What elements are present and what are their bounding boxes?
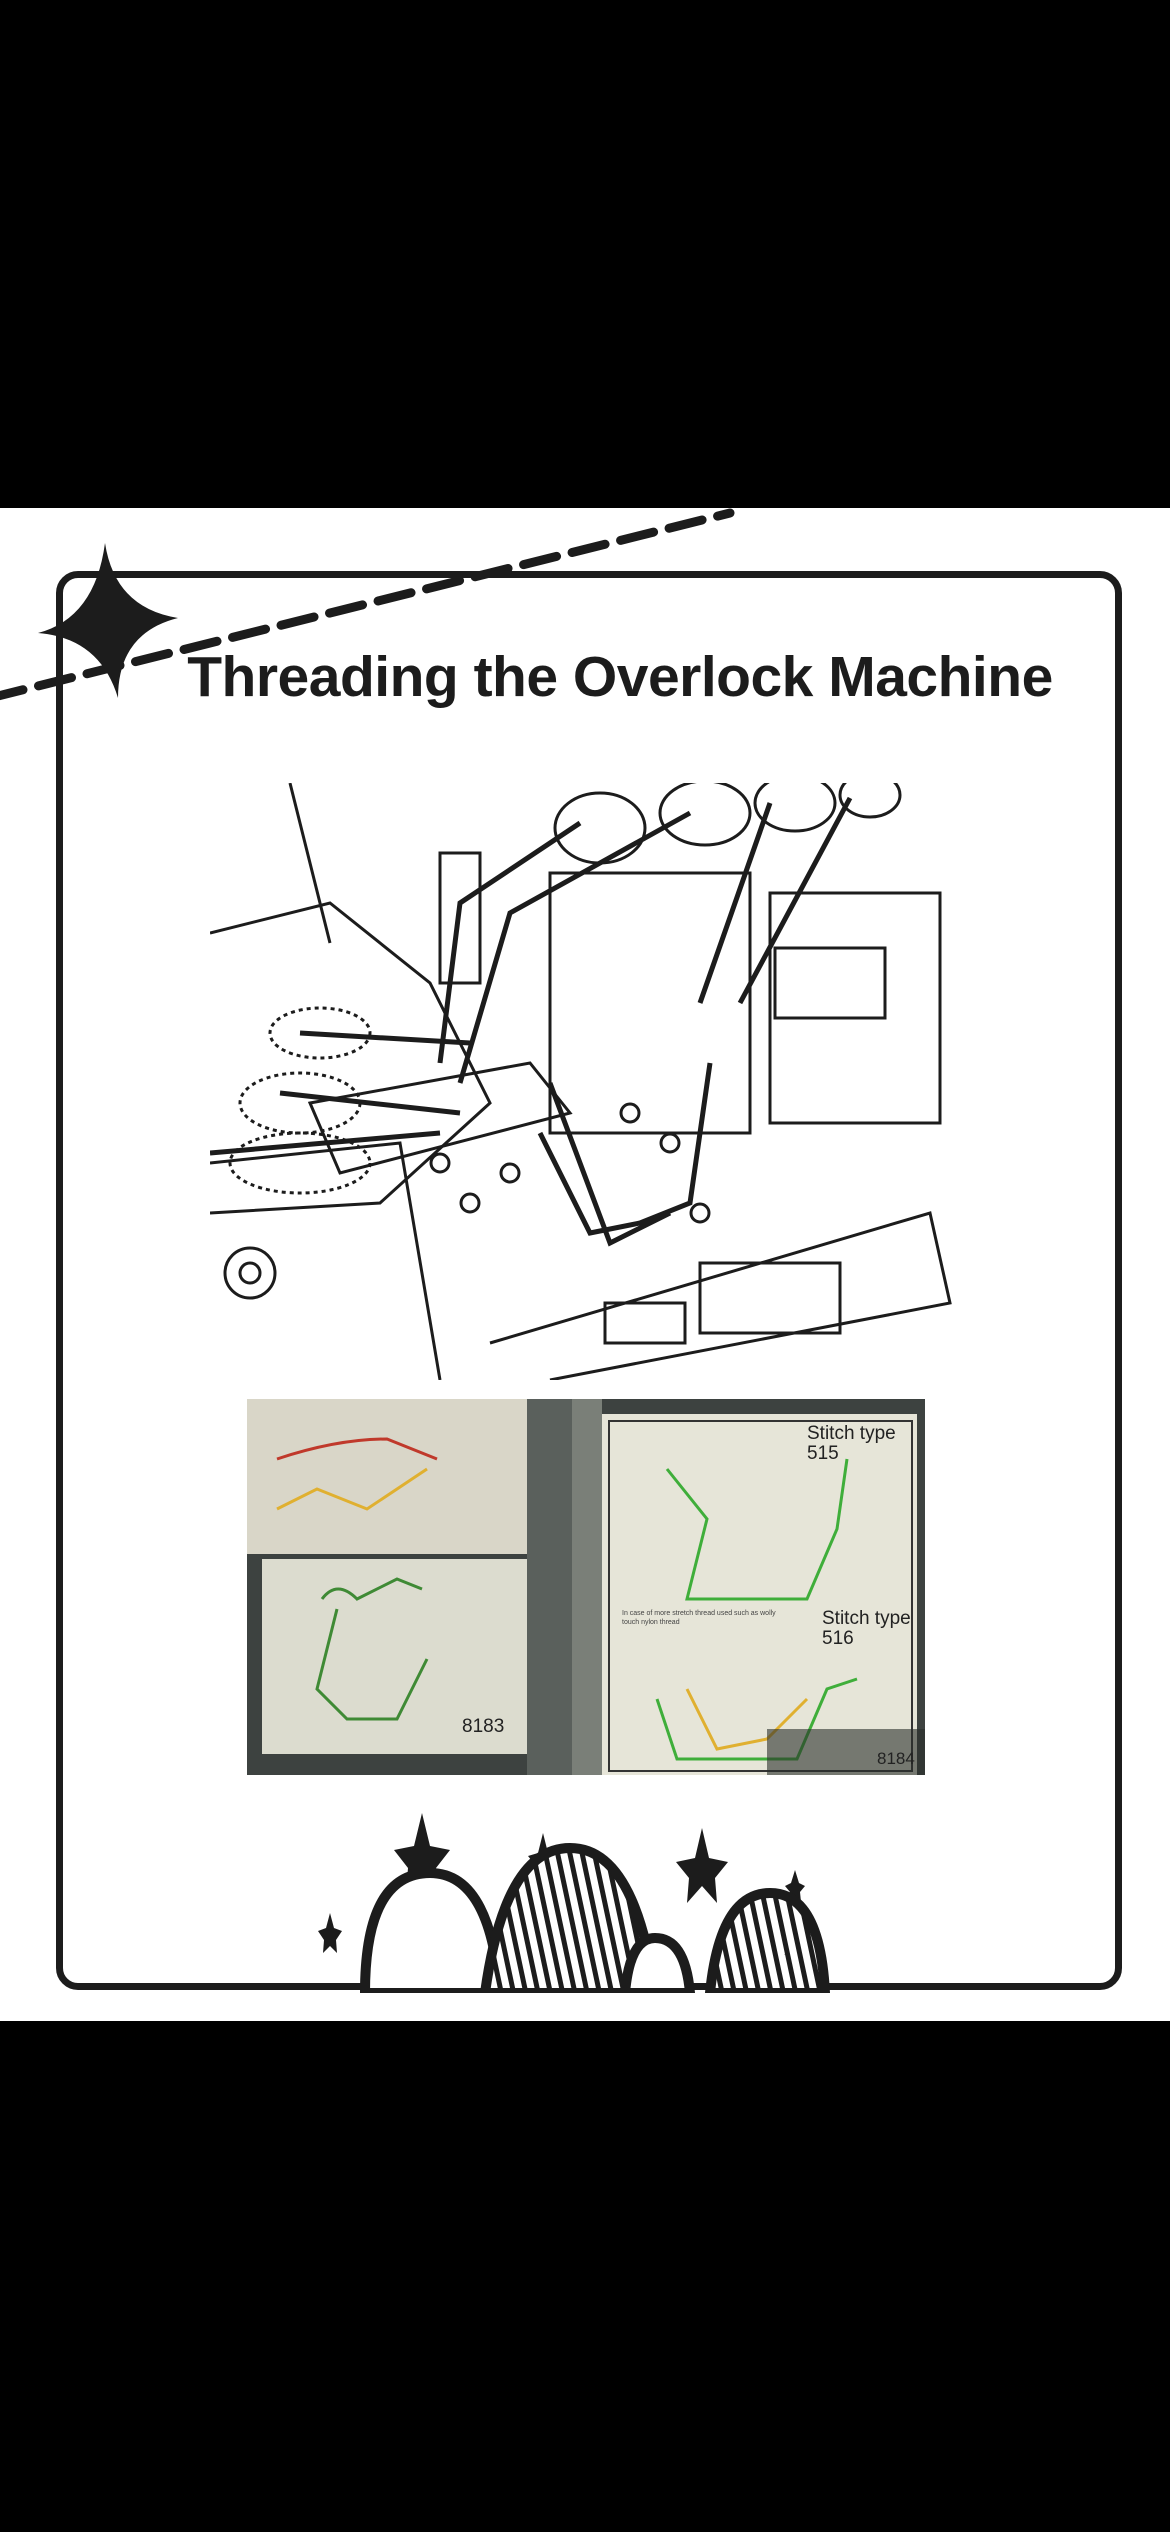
threading-guide-photo-art [247, 1399, 925, 1775]
stitch-type-label-516: Stitch type [822, 1608, 911, 1629]
stars-and-hills-decoration [318, 1813, 831, 1993]
star-icon [318, 1913, 342, 1953]
sparkle-icon [38, 543, 178, 698]
panel-number-8183: 8183 [462, 1716, 505, 1737]
stitch-type-number-515: 515 [807, 1443, 839, 1464]
page-title: Threading the Overlock Machine [187, 645, 1053, 709]
star-icon [676, 1828, 728, 1903]
overlock-machine-line-drawing [210, 783, 957, 1380]
stitch-type-number-516: 516 [822, 1628, 854, 1649]
stitch-type-label-515: Stitch type [807, 1423, 896, 1444]
decoration-layer [0, 508, 735, 701]
threading-guide-photo: 8183 Stitch type 515 In case of more str… [247, 1399, 925, 1775]
panel-number-8184: 8184 [877, 1749, 915, 1768]
stitch-note: In case of more stretch thread used such… [622, 1610, 776, 1626]
page-card-background: Threading the Overlock Machine [0, 508, 1170, 2021]
